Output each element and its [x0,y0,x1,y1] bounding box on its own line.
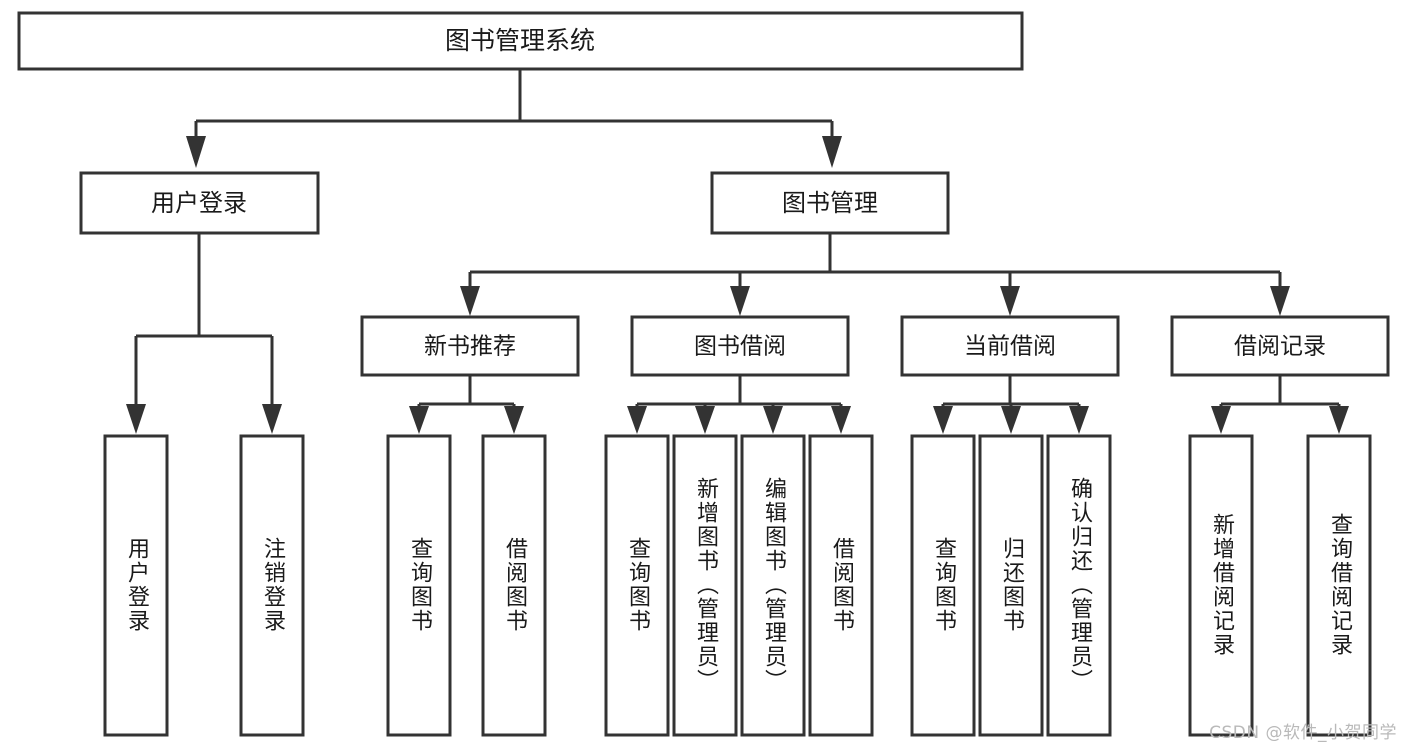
arrow-head-icon [1001,406,1021,434]
node-new-book-recommend-box[interactable] [360,315,580,377]
node-leaf-add-book-box[interactable] [672,434,738,737]
arrow-head-icon [695,406,715,434]
arrow-head-icon [186,136,206,168]
node-user-login-label: 用户登录 [151,189,247,217]
arrow-head-icon [1329,406,1349,434]
node-leaf-return-book-box[interactable] [978,434,1044,737]
node-leaf-add-record-box[interactable] [1188,434,1254,737]
node-book-borrow-box[interactable] [630,315,850,377]
leaf-labels: 用户登录 注销登录 查询图书 借阅图书 查询图书 新增图书（管理员） 编辑图书（… [124,477,1353,693]
connector-current-borrow-to-leaves [933,375,1089,434]
node-book-manage-label: 图书管理 [782,189,878,217]
node-root-box[interactable] [17,11,1024,71]
arrow-head-icon [1069,406,1089,434]
connector-book-borrow-to-leaves [627,375,851,434]
node-leaf-return-book-label: 归还图书 [999,537,1025,633]
node-leaf-query-record-box[interactable] [1306,434,1372,737]
connector-user-login-to-leaves [126,233,282,434]
node-leaf-query-book-2-box[interactable] [604,434,670,737]
node-leaf-add-book-label: 新增图书（管理员） [693,477,719,693]
node-leaf-confirm-return-box[interactable] [1046,434,1112,737]
node-leaf-query-book-2-label: 查询图书 [625,537,651,633]
arrow-head-icon [262,404,282,434]
arrow-head-icon [1211,406,1231,434]
node-leaf-query-record-label: 查询借阅记录 [1327,513,1353,657]
node-user-login-box[interactable] [79,171,320,235]
node-new-book-recommend-label: 新书推荐 [424,334,516,360]
node-leaf-borrow-book-2-label: 借阅图书 [829,537,855,633]
node-root[interactable]: 图书管理系统 [17,11,1024,71]
node-book-manage[interactable]: 图书管理 [710,171,950,235]
node-borrow-record-label: 借阅记录 [1234,334,1326,360]
node-leaf-borrow-book-1-label: 借阅图书 [502,537,528,633]
node-leaf-query-book-3-box[interactable] [910,434,976,737]
node-leaf-confirm-return-label: 确认归还（管理员） [1067,477,1093,693]
arrow-head-icon [763,406,783,434]
connector-new-book-recommend-to-leaves [409,375,524,434]
node-new-book-recommend[interactable]: 新书推荐 [360,315,580,377]
node-book-manage-box[interactable] [710,171,950,235]
arrow-head-icon [822,136,842,168]
node-leaf-borrow-book-2-box[interactable] [808,434,874,737]
arrow-head-icon [409,406,429,434]
arrow-head-icon [1270,286,1290,316]
node-current-borrow-box[interactable] [900,315,1120,377]
node-leaf-user-login-label: 用户登录 [124,537,150,633]
node-book-borrow[interactable]: 图书借阅 [630,315,850,377]
node-leaf-logout-box[interactable] [239,434,305,737]
node-user-login[interactable]: 用户登录 [79,171,320,235]
node-leaf-query-book-3-label: 查询图书 [931,537,957,633]
node-leaf-add-record-label: 新增借阅记录 [1209,513,1235,657]
arrow-head-icon [627,406,647,434]
leaf-boxes [103,434,1372,737]
arrow-head-icon [730,286,750,316]
node-current-borrow-label: 当前借阅 [964,334,1056,360]
arrow-head-icon [1000,286,1020,316]
connector-root-to-level2 [186,69,842,168]
arrow-head-icon [126,404,146,434]
node-leaf-edit-book-label: 编辑图书（管理员） [761,477,787,693]
node-leaf-query-book-1-box[interactable] [386,434,452,737]
arrow-head-icon [831,406,851,434]
arrow-head-icon [504,406,524,434]
connector-borrow-record-to-leaves [1211,375,1349,434]
node-leaf-query-book-1-label: 查询图书 [407,537,433,633]
node-leaf-edit-book-box[interactable] [740,434,806,737]
arrow-head-icon [933,406,953,434]
node-borrow-record[interactable]: 借阅记录 [1170,315,1390,377]
node-leaf-user-login-box[interactable] [103,434,169,737]
arrow-head-icon [460,286,480,316]
node-leaf-borrow-book-1-box[interactable] [481,434,547,737]
connector-book-manage-to-level3 [460,233,1290,316]
csdn-watermark: CSDN @软件_小贺同学 [1209,723,1397,743]
node-current-borrow[interactable]: 当前借阅 [900,315,1120,377]
node-book-borrow-label: 图书借阅 [694,334,786,360]
node-borrow-record-box[interactable] [1170,315,1390,377]
node-leaf-logout-label: 注销登录 [260,537,286,633]
node-root-label: 图书管理系统 [445,26,595,55]
